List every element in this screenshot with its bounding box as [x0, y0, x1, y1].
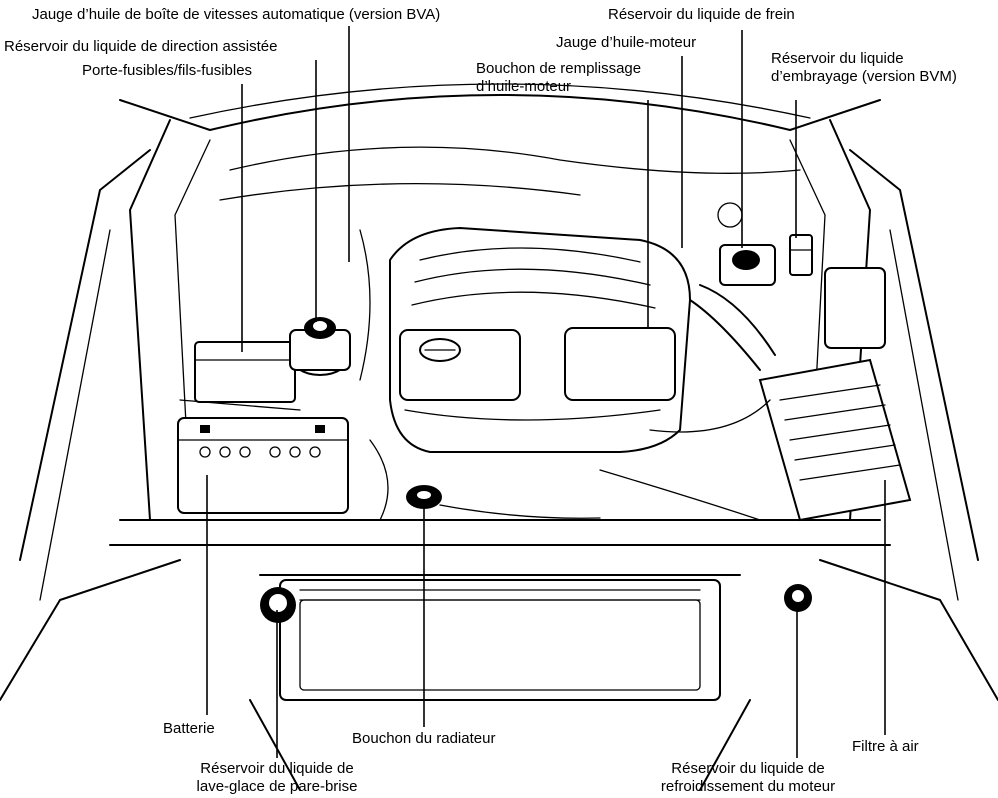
label-coolant-reservoir-line-2: refroidissement du moteur [660, 778, 836, 795]
label-clutch-reservoir-line-1: Réservoir du liquide [771, 50, 904, 67]
label-air-filter: Filtre à air [852, 738, 919, 755]
power-steering-reservoir [289, 317, 351, 376]
label-clutch-reservoir-line-2: d’embrayage (version BVM) [771, 68, 957, 85]
label-coolant-reservoir-line-1: Réservoir du liquide de [671, 760, 825, 777]
engine-cover [389, 227, 691, 453]
washer-reservoir-cap [260, 587, 296, 623]
air-filter-box [689, 267, 912, 522]
label-power-steering-reservoir: Réservoir du liquide de direction assist… [4, 38, 278, 55]
label-coolant-reservoir: Réservoir du liquide de refroidissement … [632, 760, 864, 796]
body-sides [0, 149, 998, 701]
label-engine-oil-dipstick: Jauge d’huile-moteur [556, 34, 697, 51]
label-battery: Batterie [163, 720, 215, 737]
label-washer-reservoir-line-2: lave-glace de pare-brise [196, 778, 358, 795]
fuse-box [179, 341, 301, 411]
hoses [219, 146, 801, 521]
label-brake-reservoir: Réservoir du liquide de frein [608, 6, 795, 23]
label-oil-filler-cap-line-2: d’huile-moteur [476, 78, 572, 95]
battery [177, 417, 349, 514]
hood-outline [119, 83, 881, 521]
label-oil-filler-cap: Bouchon de remplissage d’huile-moteur [476, 60, 641, 96]
coolant-reservoir-cap [784, 584, 812, 612]
radiator-cap [406, 485, 601, 519]
clutch-reservoir [789, 234, 813, 276]
radiator-support [109, 519, 891, 791]
label-atf-dipstick: Jauge d’huile de boîte de vitesses autom… [32, 6, 441, 23]
label-washer-reservoir-line-1: Réservoir du liquide de [200, 760, 354, 777]
brake-fluid-reservoir [717, 202, 776, 286]
label-radiator-cap: Bouchon du radiateur [352, 730, 496, 747]
label-washer-reservoir: Réservoir du liquide de lave-glace de pa… [168, 760, 386, 796]
label-clutch-reservoir: Réservoir du liquide d’embrayage (versio… [771, 50, 957, 86]
label-oil-filler-cap-line-1: Bouchon de remplissage [476, 60, 642, 77]
label-fuse-holder: Porte-fusibles/fils-fusibles [82, 62, 253, 79]
leader-lines [206, 26, 886, 758]
